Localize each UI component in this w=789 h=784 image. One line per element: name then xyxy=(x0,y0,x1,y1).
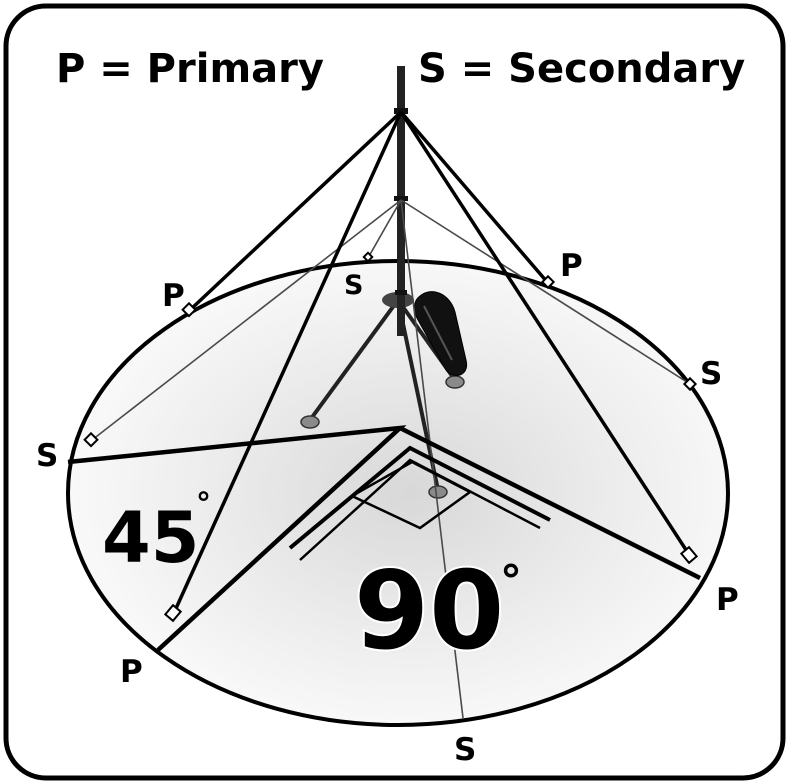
primary-guy-lines xyxy=(171,110,692,616)
angle-90-arm xyxy=(398,425,702,581)
label-secondary-left: S xyxy=(36,438,58,474)
base-square xyxy=(349,460,473,530)
legend-primary: P = Primary xyxy=(56,46,324,92)
angle-45-label: 45 xyxy=(102,497,199,579)
legend-secondary: S = Secondary xyxy=(418,46,745,92)
angle-90-label: 90 xyxy=(354,549,504,674)
tripod-foot xyxy=(428,485,448,499)
anchor-stake xyxy=(163,603,183,623)
tripod-foot xyxy=(300,415,320,429)
anchor-stake xyxy=(181,301,197,318)
label-secondary-right: S xyxy=(700,356,722,392)
angle-90-degree: ° xyxy=(500,556,522,607)
label-primary-upper-right: P xyxy=(560,248,583,284)
anchor-stake xyxy=(682,376,698,392)
label-primary-upper-left: P xyxy=(162,278,185,314)
anchor-stakes xyxy=(83,251,699,623)
anchor-stake xyxy=(679,545,699,565)
label-secondary-back: S xyxy=(344,270,363,301)
secondary-guy-lines xyxy=(91,199,691,719)
tripod-foot xyxy=(445,375,465,389)
anchor-stake xyxy=(83,431,99,448)
anchor-stake xyxy=(540,274,556,290)
label-primary-lower-left: P xyxy=(120,654,143,690)
label-secondary-front: S xyxy=(454,732,476,768)
parallel-line-outer xyxy=(288,445,551,550)
angle-45-degree: ° xyxy=(196,487,211,522)
label-primary-lower-right: P xyxy=(716,582,739,618)
angle-lines xyxy=(67,425,702,652)
parallel-line-inner xyxy=(299,458,541,561)
anchor-stake xyxy=(362,251,374,263)
